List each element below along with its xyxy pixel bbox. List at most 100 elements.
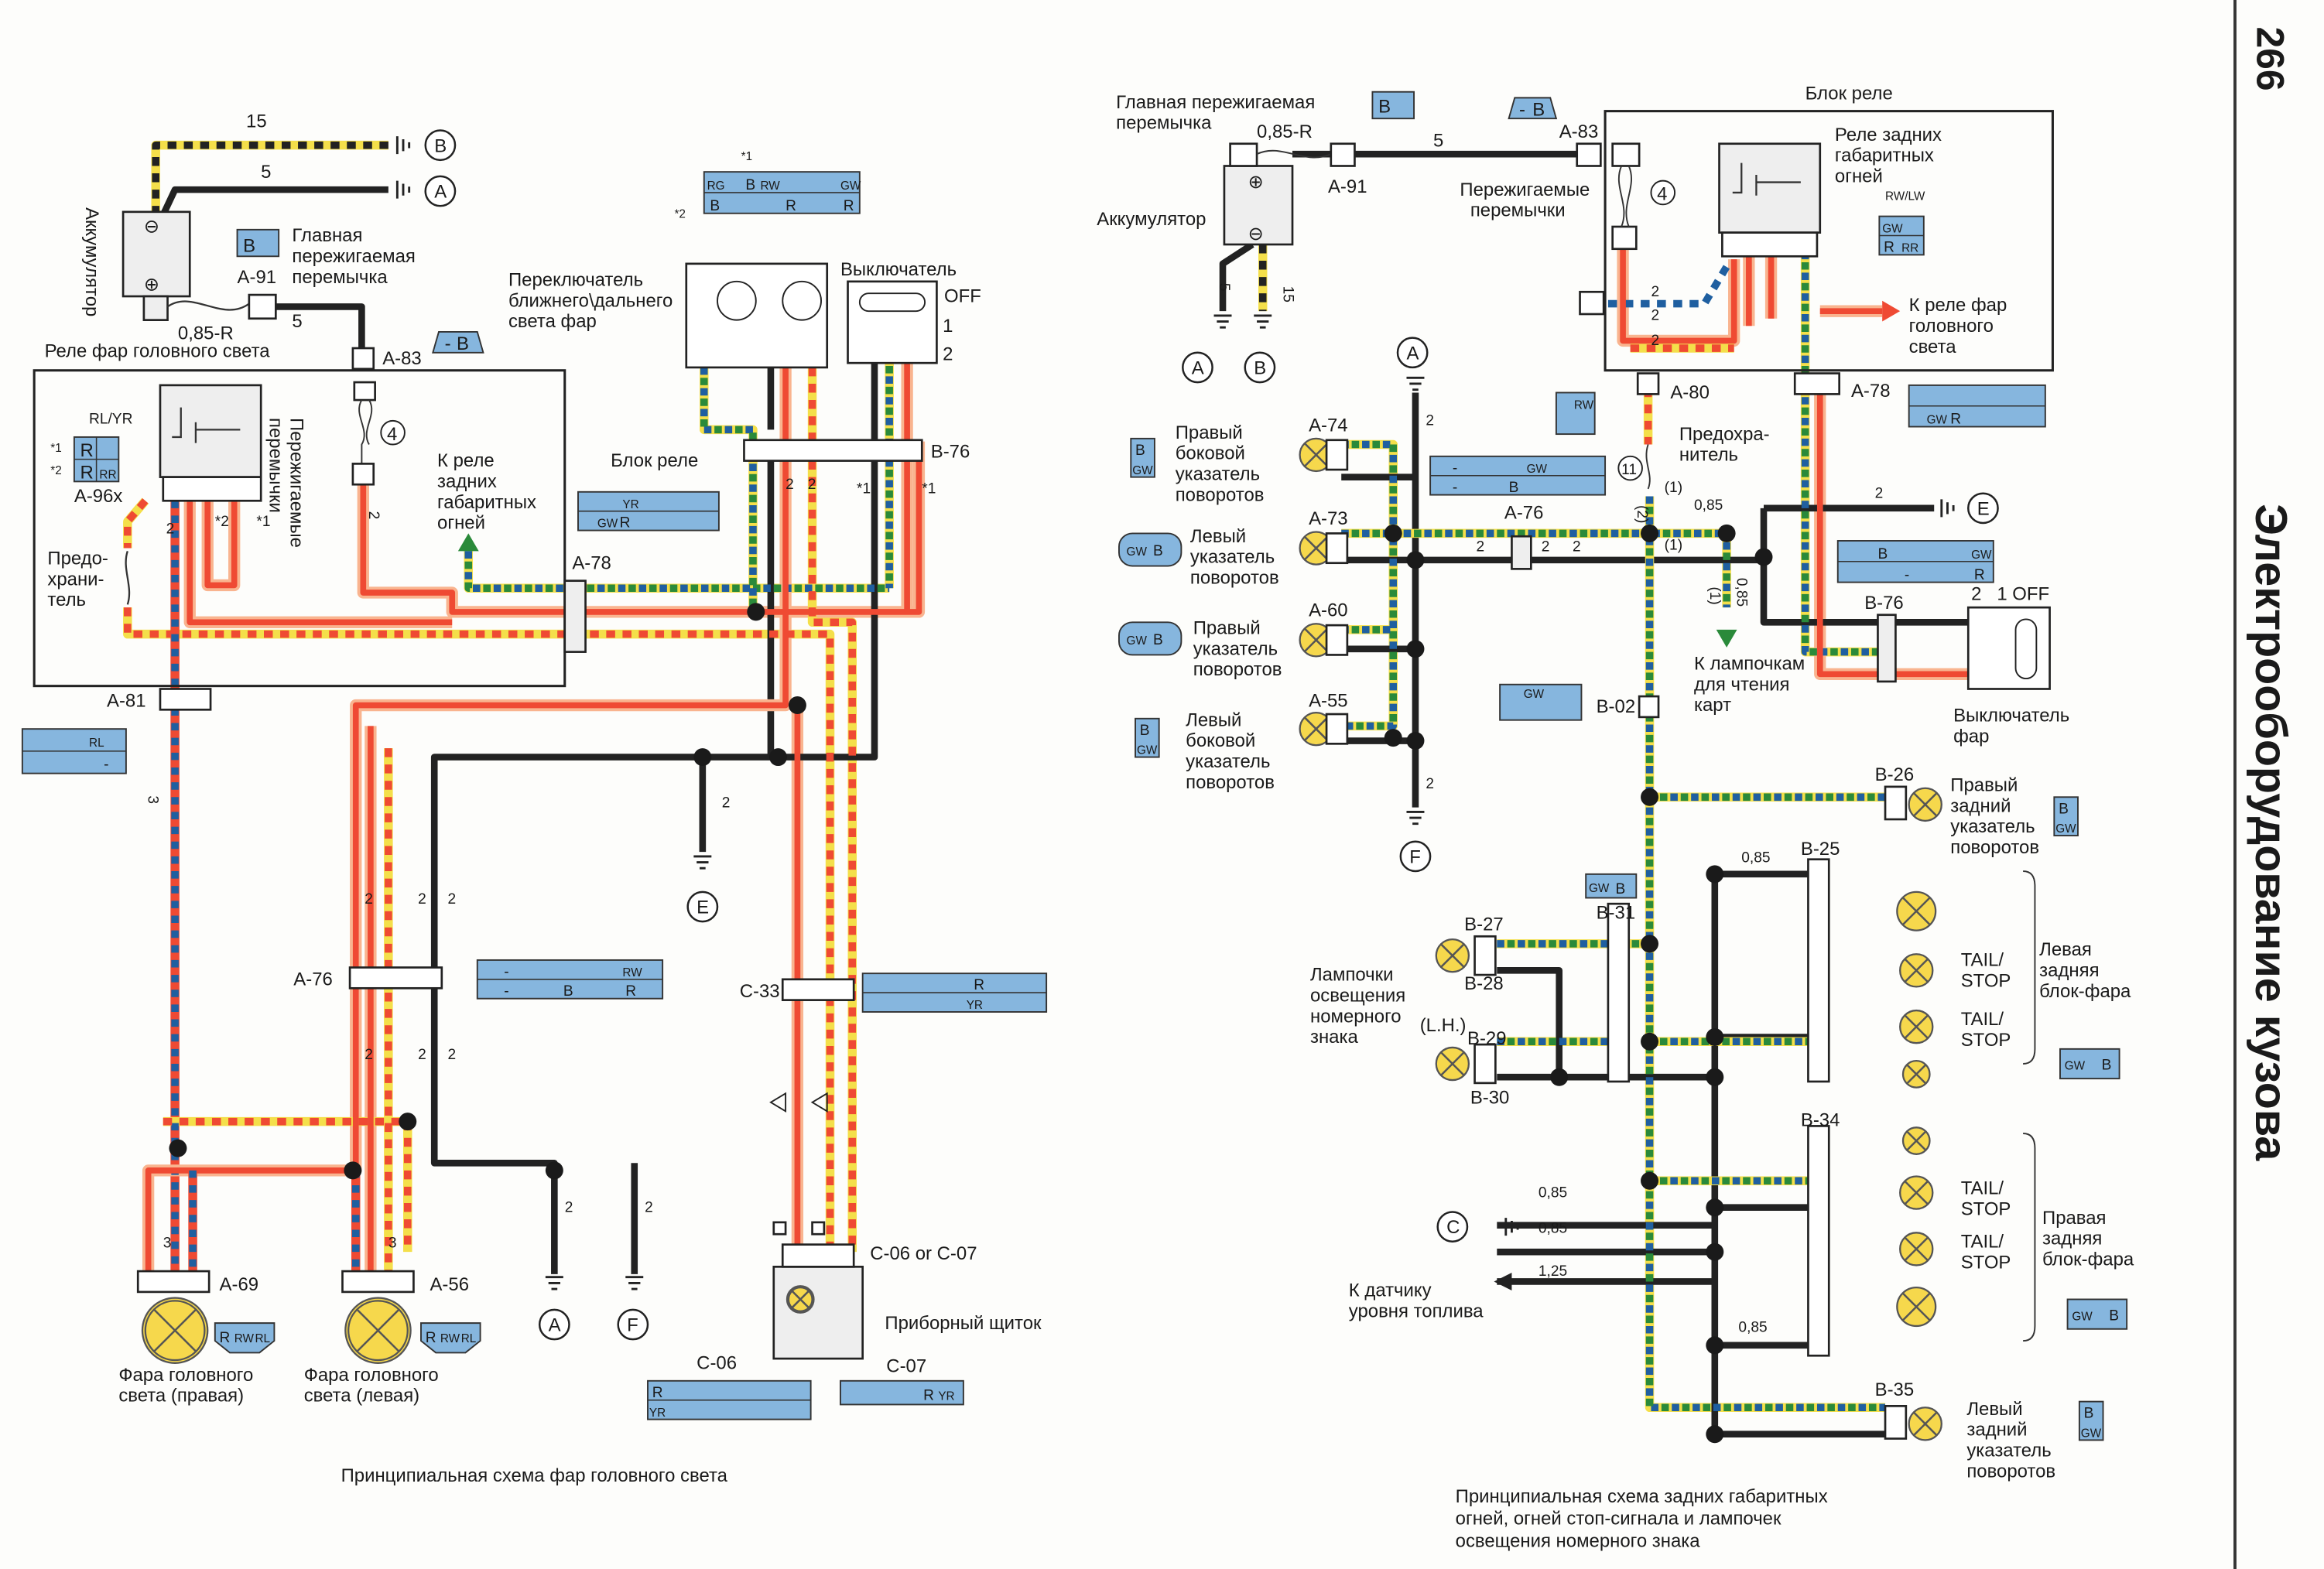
svg-text:YR: YR — [967, 999, 983, 1012]
ground-icon — [1406, 810, 1425, 826]
wire-gauge: 2 — [1426, 776, 1434, 792]
a83-connector-icon-right: -B — [1508, 97, 1558, 120]
wire-gauge: 5 — [1433, 131, 1443, 152]
wire-gw — [1801, 251, 1878, 656]
arrow-left-icon — [1494, 1272, 1512, 1290]
fusible-links-label: Пережигаемыеперемычки — [265, 418, 307, 548]
connector-a78 — [563, 579, 587, 653]
wire-gauge: 2 — [365, 511, 382, 520]
svg-text:GW: GW — [2055, 822, 2076, 836]
svg-text:B: B — [1135, 443, 1145, 459]
wire-blk — [159, 186, 388, 217]
terminal — [811, 1221, 826, 1236]
c06-connector-icon: RYR — [647, 1379, 812, 1420]
wire-gauge: 0,85 — [1738, 1320, 1767, 1336]
wire-blk — [1219, 241, 1254, 312]
relay-wire-colors: RL/YR — [89, 412, 132, 428]
wire-gauge: 1,25 — [1538, 1263, 1567, 1280]
b35-connector-icon: BGW — [2078, 1400, 2104, 1441]
connector-label-a96x: A-96x — [74, 486, 123, 507]
ground-ref-circle — [1182, 351, 1213, 384]
ground-ref-circle — [1244, 351, 1276, 384]
svg-text:R: R — [974, 977, 984, 993]
svg-text:B: B — [2102, 1058, 2112, 1074]
ground-icon — [1940, 499, 1955, 518]
svg-text:GW: GW — [2072, 1310, 2093, 1323]
connector-a91 — [248, 293, 277, 320]
wire-gauge: 5 — [292, 311, 302, 332]
connector-label-b25: B-25 — [1801, 839, 1840, 860]
svg-text:B: B — [1532, 99, 1545, 120]
ground-icon — [693, 855, 712, 870]
svg-text:-: - — [1905, 567, 1909, 583]
light-switch-label: Выключатель — [840, 259, 957, 280]
relay-coil-icon — [172, 407, 241, 443]
wire-mark: *1 — [256, 514, 270, 530]
wire-gauge: 0,85 — [1741, 850, 1770, 867]
terminal-number: (1) — [1706, 586, 1723, 604]
connector-label-a78: A-78 — [572, 552, 611, 573]
svg-text:GW: GW — [1524, 688, 1545, 701]
terminal-number: (1) — [1665, 480, 1682, 496]
arrow-right-icon — [1882, 300, 1901, 322]
fuse-number-badge — [1617, 455, 1643, 481]
connector-label-b76: B-76 — [931, 442, 970, 463]
tail-light-relay — [1718, 142, 1822, 234]
svg-text:R: R — [844, 198, 854, 214]
fuse-number: 4 — [387, 424, 397, 445]
svg-text:-: - — [504, 964, 508, 980]
svg-text:B: B — [2059, 801, 2069, 817]
junction-dot — [1641, 1032, 1659, 1051]
svg-text:B: B — [2084, 1406, 2094, 1422]
ground-ref-letter: F — [627, 1315, 638, 1336]
tail-stop-label: TAIL/STOP — [1961, 950, 2011, 992]
connector-label-a69: A-69 — [220, 1274, 259, 1295]
connector — [351, 463, 375, 486]
svg-text:-: - — [445, 333, 451, 354]
relay-block-label: Блок реле — [611, 450, 698, 471]
arrow-down-icon — [1716, 629, 1737, 648]
connector-a80 — [1636, 372, 1660, 395]
wire-red — [360, 441, 922, 615]
wire-gauge: 2 — [365, 891, 373, 908]
lamp-cross-icon — [1440, 943, 1465, 968]
connector-a76 — [348, 966, 443, 990]
main-fuse-connector-icon-right: B — [1371, 91, 1415, 120]
b26-connector-icon: B GW — [2053, 796, 2079, 837]
svg-text:B: B — [1509, 480, 1519, 496]
fusible-link — [166, 300, 250, 311]
wire-gw — [1645, 496, 1886, 1413]
junction-dot — [788, 696, 806, 715]
svg-text:GW: GW — [1882, 223, 1903, 236]
junction-dot — [1706, 1198, 1724, 1217]
wire-gw — [700, 367, 757, 612]
ground-ref-letter: A — [549, 1315, 561, 1336]
svg-text:R: R — [1884, 240, 1894, 256]
junction-dot — [1706, 1243, 1724, 1261]
ground-ref-letter: A — [1406, 343, 1419, 364]
lamp-cross-icon — [356, 1308, 400, 1352]
fusible-link — [1617, 166, 1632, 227]
connector-a83 — [351, 347, 375, 371]
switch-knob-icon — [2014, 618, 2038, 680]
svg-text:B: B — [457, 333, 469, 354]
connector-label-c06-c07: C-06 or C-07 — [870, 1243, 977, 1264]
junction-dot — [769, 748, 788, 767]
relay-coil-icon — [1732, 162, 1801, 196]
connector-label-a76: A-76 — [293, 969, 333, 990]
junction-dot — [1550, 1068, 1569, 1086]
wire-gw — [1645, 496, 1886, 1412]
connector — [1579, 290, 1605, 316]
fuse-number-badge — [380, 419, 406, 446]
